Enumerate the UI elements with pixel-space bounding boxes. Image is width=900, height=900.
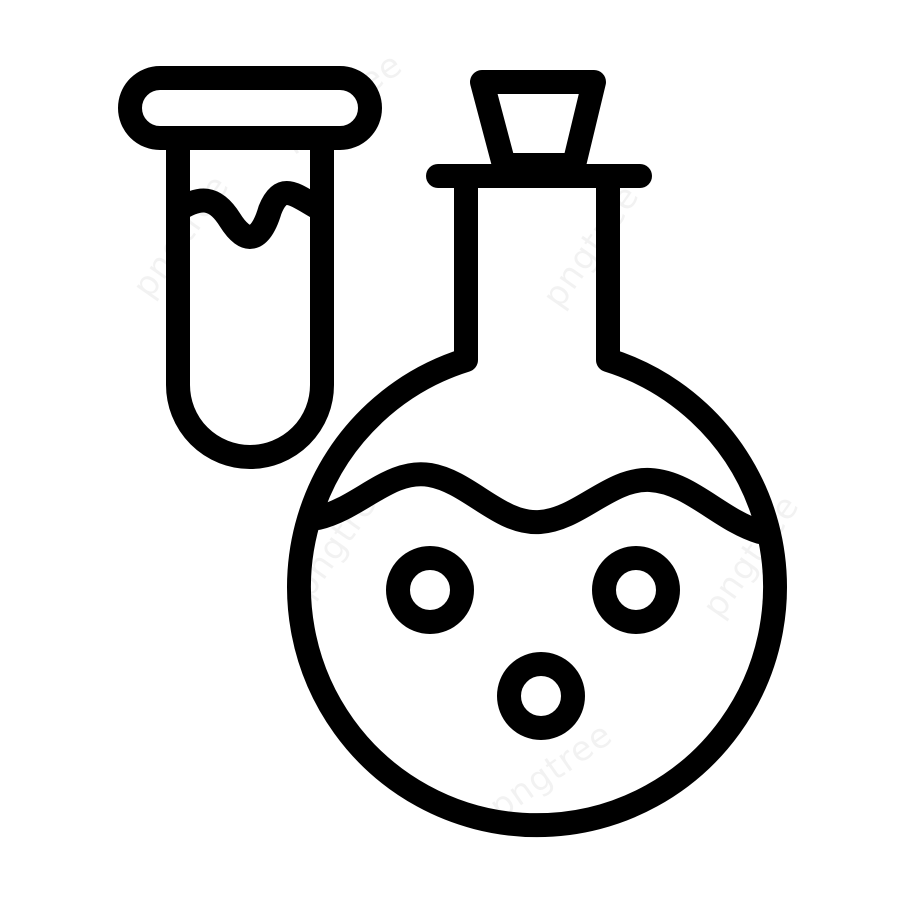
flask-stopper <box>470 70 606 177</box>
round-bottom-flask-icon <box>287 70 787 838</box>
flask-bubble-left <box>386 546 474 634</box>
flask-bubble-bottom <box>497 652 585 740</box>
test-tube-liquid-wave <box>166 181 334 249</box>
flask-body <box>287 166 787 838</box>
flask-liquid-wave <box>306 462 772 544</box>
test-tube-icon <box>118 66 382 469</box>
svg-text:pngtree: pngtree <box>535 177 648 315</box>
flask-bubble-right <box>592 546 680 634</box>
test-tube-body <box>166 138 334 469</box>
test-tube-cap <box>118 66 382 150</box>
